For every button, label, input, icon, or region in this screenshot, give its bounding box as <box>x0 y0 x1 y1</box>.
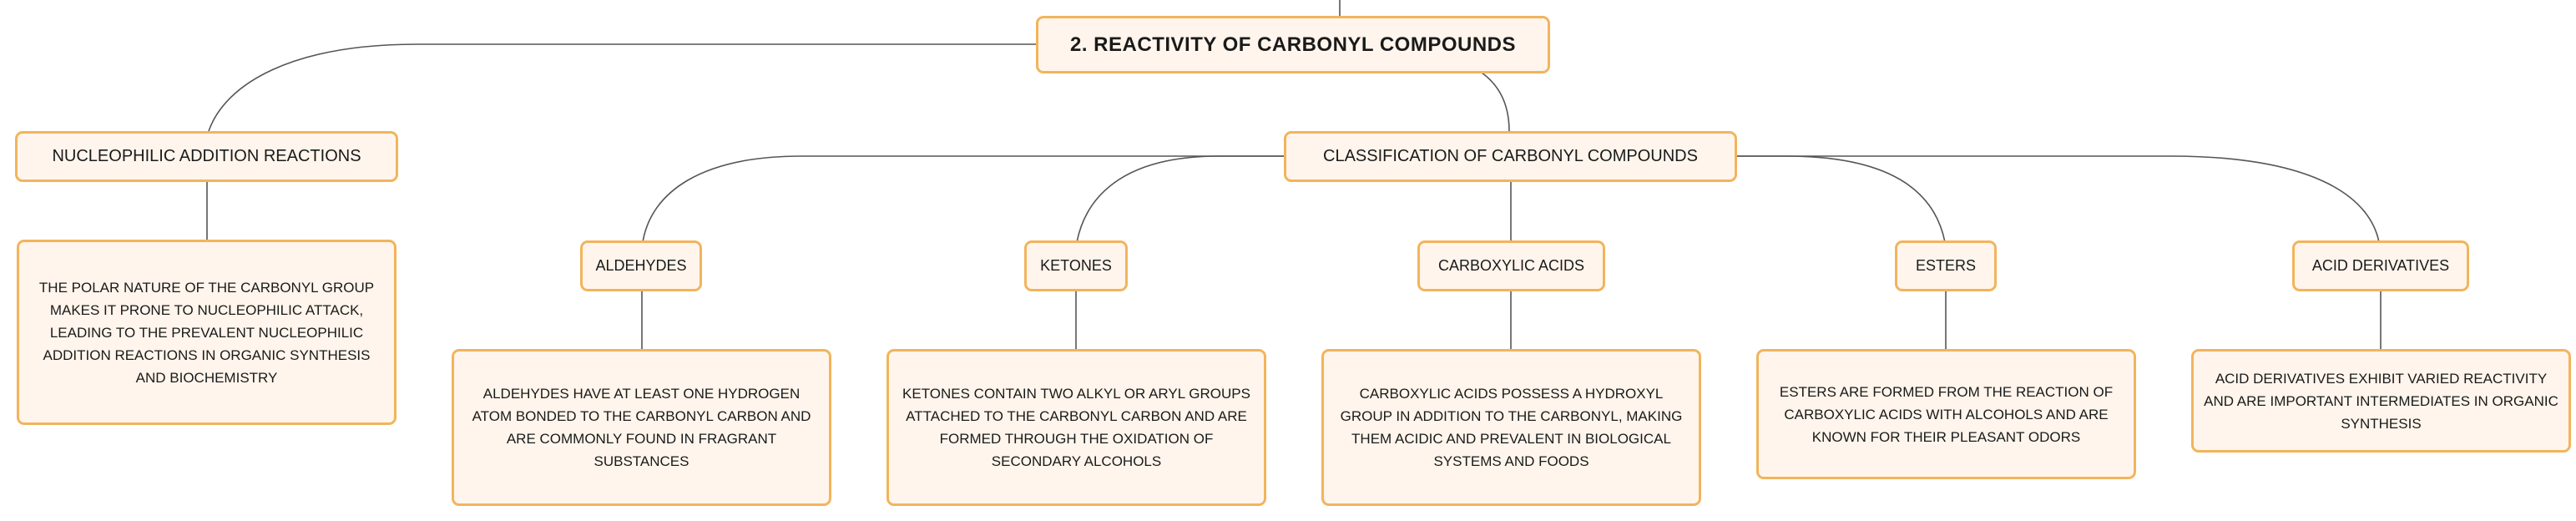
connector-root-to-nucleophilic <box>208 43 1038 132</box>
root-node[interactable]: 2. REACTIVITY OF CARBONYL COMPOUNDS <box>1036 16 1550 73</box>
aldehydes-node[interactable]: ALDEHYDES <box>580 240 702 291</box>
acid-derivatives-node[interactable]: ACID DERIVATIVES <box>2292 240 2469 291</box>
carboxylic-acids-description[interactable]: CARBOXYLIC ACIDS POSSESS A HYDROXYL GROU… <box>1321 349 1701 506</box>
acid-derivatives-description[interactable]: ACID DERIVATIVES EXHIBIT VARIED REACTIVI… <box>2191 349 2571 453</box>
nucleophilic-addition-description[interactable]: THE POLAR NATURE OF THE CARBONYL GROUP M… <box>17 240 397 425</box>
ketones-description[interactable]: KETONES CONTAIN TWO ALKYL OR ARYL GROUPS… <box>886 349 1266 506</box>
aldehydes-description[interactable]: ALDEHYDES HAVE AT LEAST ONE HYDROGEN ATO… <box>452 349 831 506</box>
ketones-node[interactable]: KETONES <box>1024 240 1128 291</box>
connector-classification-to-acid-derivatives <box>1736 155 2380 243</box>
connector-classification-to-esters <box>1736 155 1946 243</box>
connector-classification-to-aldehydes <box>642 155 1285 243</box>
connector-root-to-classification <box>1481 72 1510 132</box>
nucleophilic-addition-node[interactable]: NUCLEOPHILIC ADDITION REACTIONS <box>15 131 398 182</box>
carboxylic-acids-node[interactable]: CARBOXYLIC ACIDS <box>1417 240 1605 291</box>
esters-node[interactable]: ESTERS <box>1895 240 1997 291</box>
connector-classification-to-ketones <box>1076 155 1285 243</box>
classification-node[interactable]: CLASSIFICATION OF CARBONYL COMPOUNDS <box>1284 131 1737 182</box>
esters-description[interactable]: ESTERS ARE FORMED FROM THE REACTION OF C… <box>1756 349 2136 479</box>
